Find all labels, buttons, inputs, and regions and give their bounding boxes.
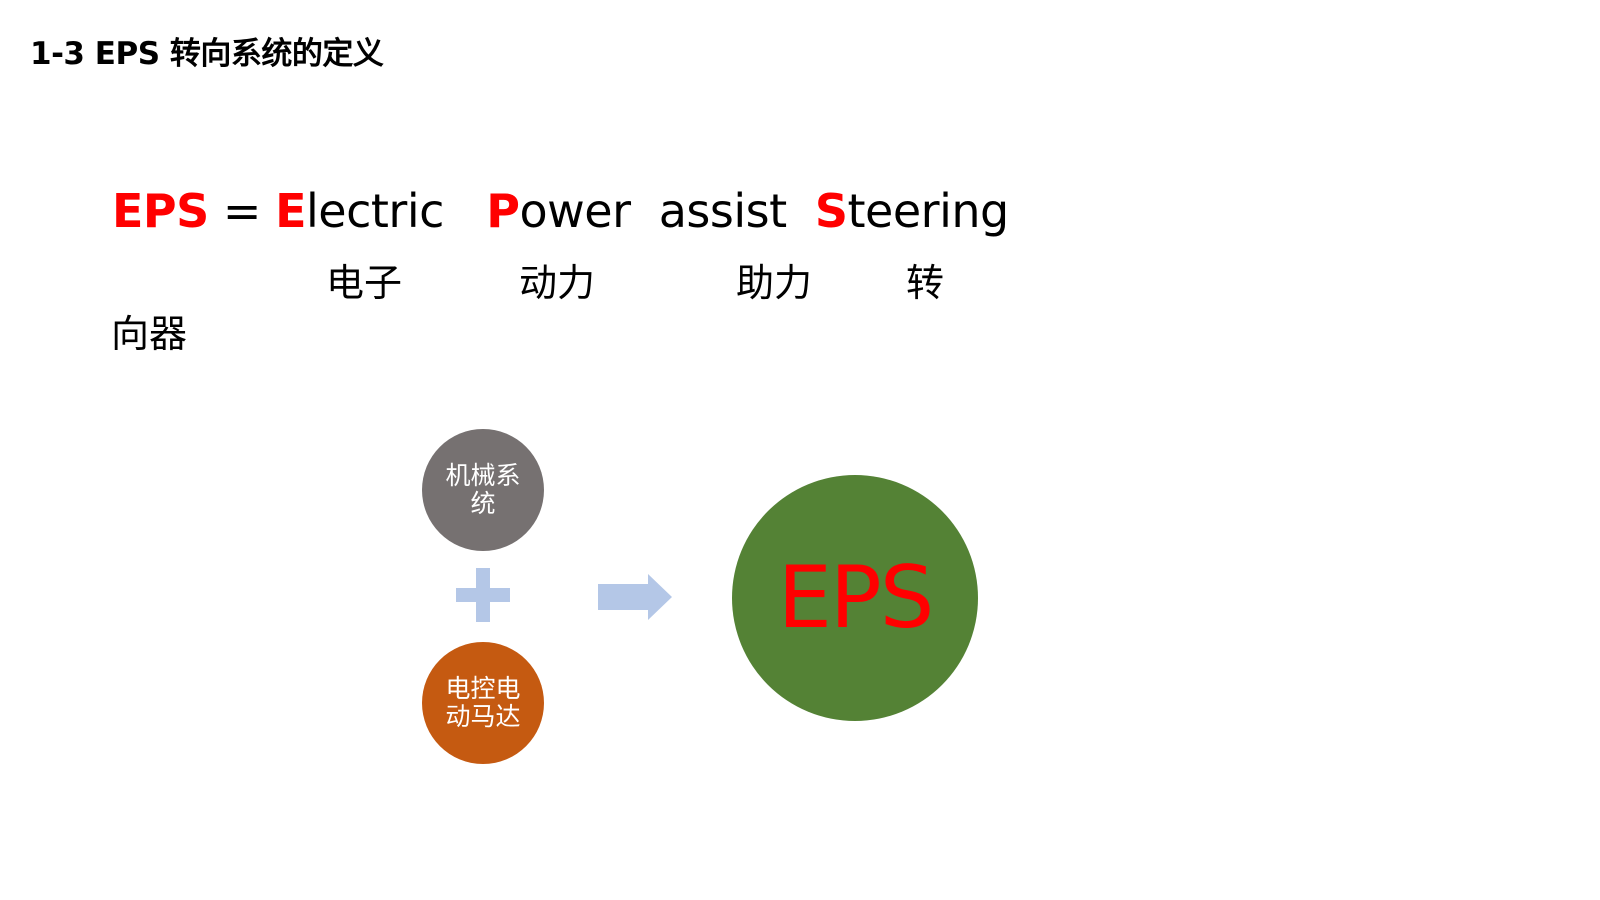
letter-e: E (275, 184, 307, 238)
word-steering: teering (847, 184, 1010, 238)
letter-p: P (486, 184, 520, 238)
translation-electric: 电子 (326, 261, 403, 305)
letter-s: S (814, 184, 848, 238)
electric-motor-label: 电控电动马达 (445, 674, 521, 731)
mechanical-system-circle: 机械系统 (422, 429, 544, 551)
eps-definition-line: EPS = Electric Power assist Steering (112, 188, 1009, 234)
translation-power: 动力 (519, 261, 596, 305)
electric-motor-circle: 电控电动马达 (422, 642, 544, 764)
word-electric: lectric (306, 184, 487, 238)
arrow-shape (598, 574, 672, 620)
slide-title: 1-3 EPS 转向系统的定义 (30, 36, 384, 72)
translation-steering-first: 转 (906, 261, 945, 305)
eps-result-circle: EPS (732, 475, 978, 721)
mechanical-system-label: 机械系统 (445, 461, 521, 518)
translation-assist: 助力 (736, 261, 813, 305)
arrow-right-icon (598, 574, 672, 620)
eps-acronym: EPS (112, 184, 209, 238)
equals-sign: = (208, 184, 276, 238)
word-power-assist: ower assist (519, 184, 815, 238)
translation-steering-second: 向器 (111, 312, 188, 356)
plus-horizontal-bar (456, 588, 510, 602)
eps-result-label: EPS (777, 548, 935, 648)
plus-icon (456, 568, 510, 622)
